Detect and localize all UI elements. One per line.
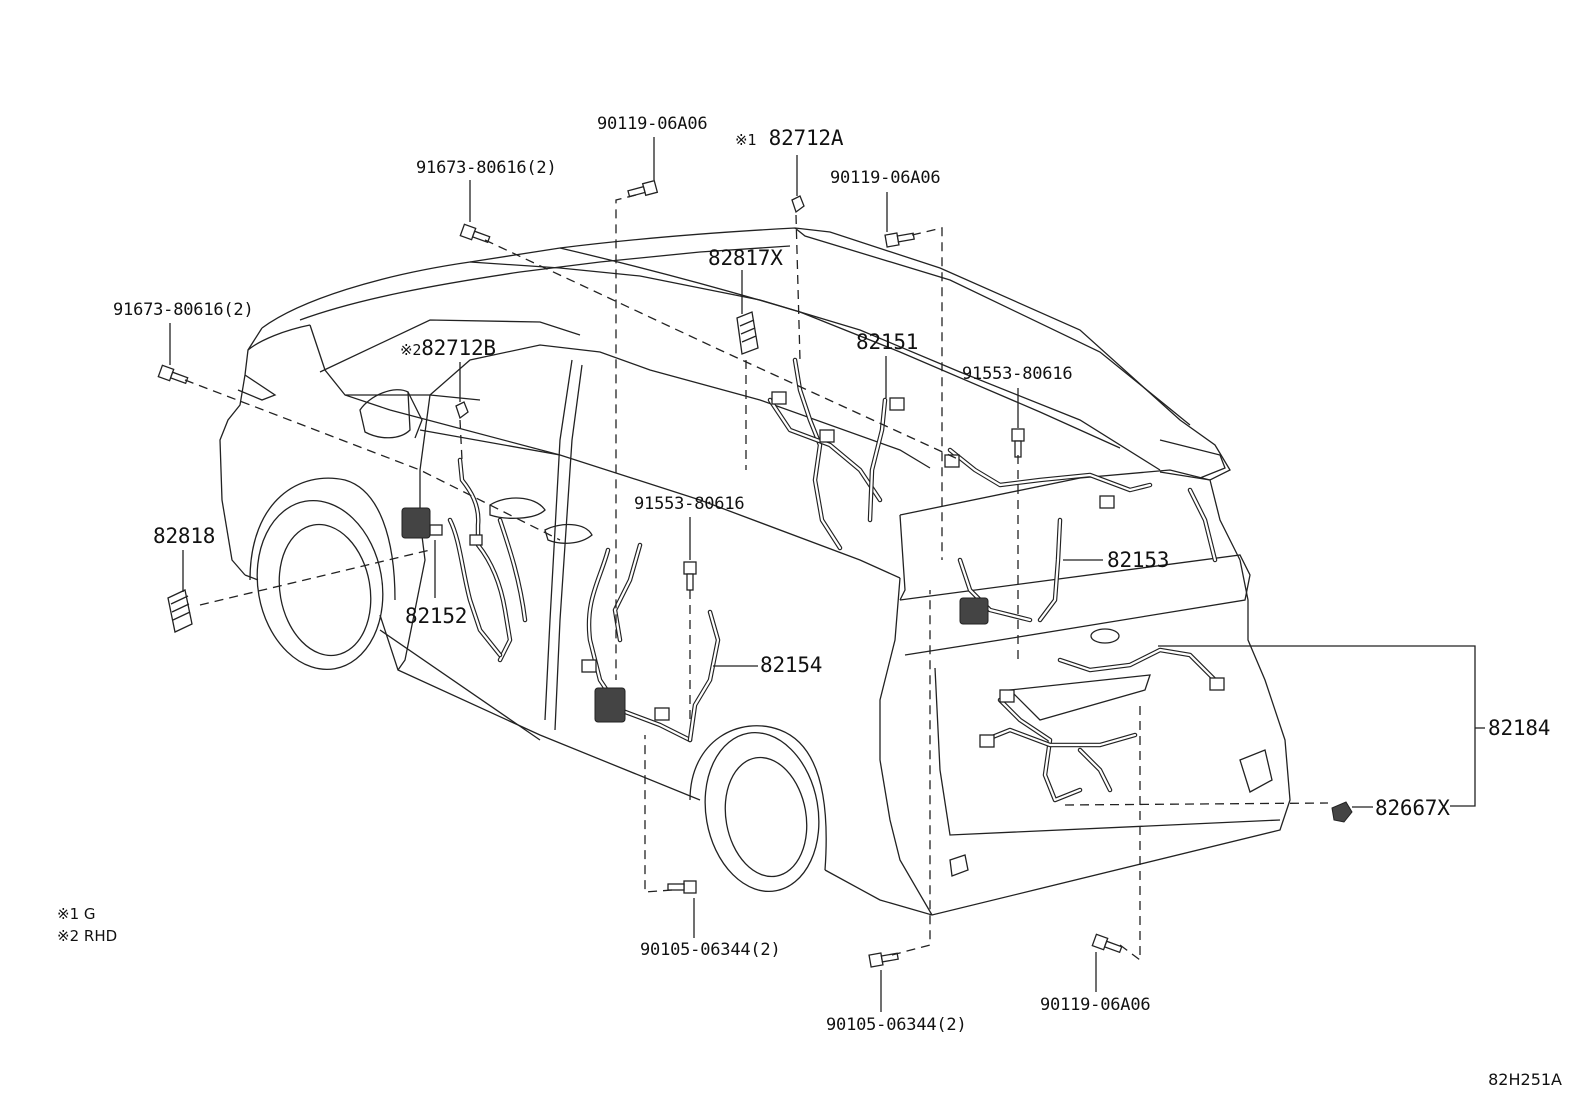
note-2: ※2 RHD — [57, 927, 118, 945]
leader-lines — [169, 137, 1485, 1012]
illustration-code: 82H251A — [1488, 1070, 1562, 1089]
ecu-82818 — [167, 589, 193, 633]
connector-82712a — [791, 195, 805, 214]
part-label-82184: 82184 — [1488, 716, 1551, 740]
note-mark-1: ※1 — [735, 131, 757, 149]
part-label-90119-06a06-bottom: 90119-06A06 — [1040, 995, 1151, 1015]
part-label-91553-80616-right: 91553-80616 — [962, 364, 1073, 384]
part-label-82818: 82818 — [153, 524, 216, 548]
part-label-82153: 82153 — [1107, 548, 1170, 572]
part-label-91673-80616-top: 91673-80616(2) — [416, 158, 557, 178]
part-label-82151: 82151 — [856, 330, 919, 354]
part-label-82712a: ※1 82712A — [735, 126, 844, 150]
connector-82712b — [455, 401, 469, 420]
reference-dashed-lines — [184, 194, 1329, 962]
harness-82184 — [979, 647, 1225, 803]
clamp-82667x — [1331, 801, 1353, 823]
ecu-82817x — [736, 311, 759, 355]
harness-82152 — [401, 457, 528, 663]
part-label-82667x: 82667X — [1375, 796, 1450, 820]
part-label-82152: 82152 — [405, 604, 468, 628]
note-mark-2: ※2 — [400, 341, 422, 359]
vehicle-body — [219, 227, 1291, 916]
part-label-90119-06a06-top: 90119-06A06 — [597, 114, 708, 134]
part-label-82712b: ※282712B — [400, 336, 496, 360]
part-label-91553-80616-center: 91553-80616 — [634, 494, 745, 514]
bolt-icons — [157, 179, 1123, 968]
part-label-90105-06344-left: 90105-06344(2) — [640, 940, 781, 960]
part-label-82154: 82154 — [760, 653, 823, 677]
part-label-90119-06a06-right: 90119-06A06 — [830, 168, 941, 188]
part-label-90105-06344-right: 90105-06344(2) — [826, 1015, 967, 1035]
harness-82151 — [767, 357, 905, 551]
note-1: ※1 G — [57, 905, 96, 923]
part-label-91673-80616-left: 91673-80616(2) — [113, 300, 254, 320]
part-label-82817x: 82817X — [708, 246, 783, 270]
harness-82153 — [944, 447, 1218, 625]
harness-82154 — [581, 542, 721, 743]
